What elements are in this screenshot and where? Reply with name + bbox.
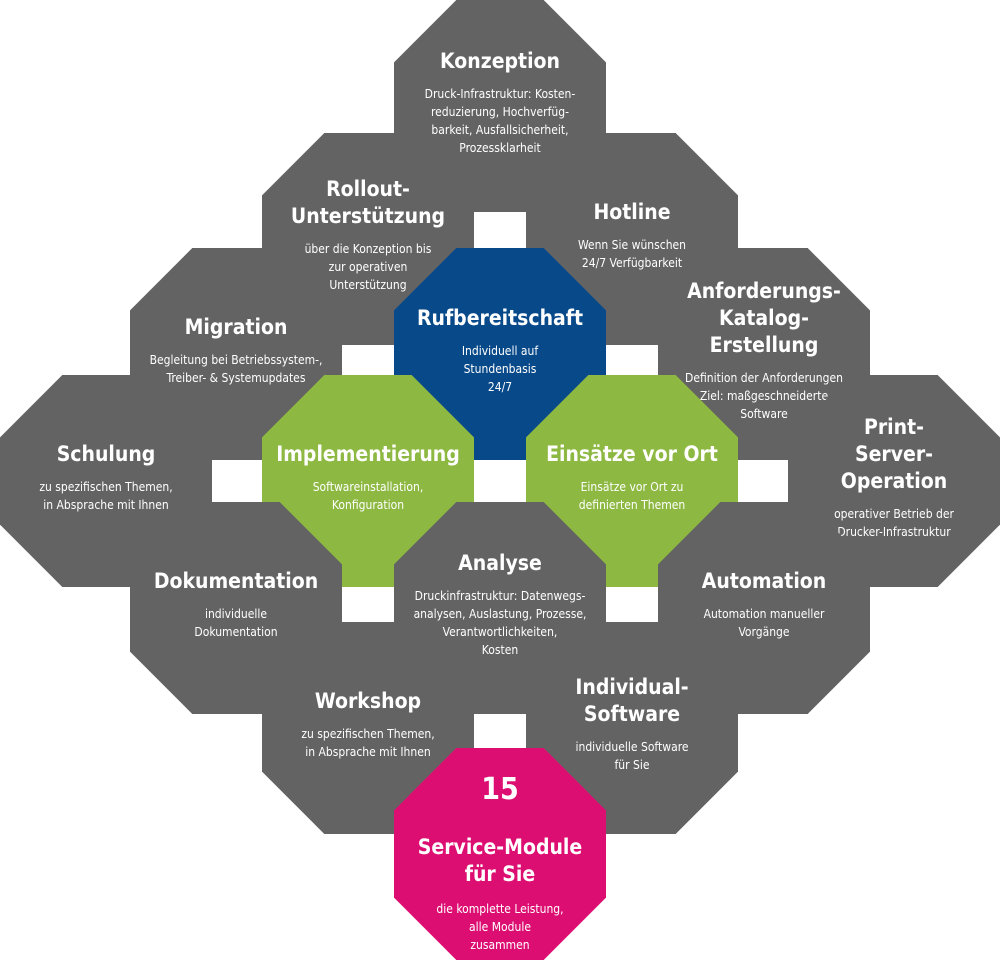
module-description: die komplette Leistung, alle Module zusa… (436, 902, 564, 952)
module-description: über die Konzeption bis zur operativen U… (304, 242, 432, 292)
module-description: operativer Betrieb der Drucker-Infrastru… (834, 506, 954, 539)
module-description: Softwareinstallation, Konfiguration (312, 479, 424, 512)
module-title: Workshop (314, 688, 422, 713)
module-description: zu spezifischen Themen, in Absprache mit… (39, 479, 173, 512)
module-description: Einsätze vor Ort zu definierten Themen (578, 479, 686, 512)
module-title: Konzeption (440, 48, 560, 73)
module-title: Hotline (593, 199, 671, 224)
module-title: Schulung (56, 441, 156, 466)
module-title: Rufbereitschaft (416, 305, 584, 330)
module-title: Individual- Software (575, 675, 689, 726)
module-count: 15 (481, 772, 519, 807)
module-title: Analyse (458, 550, 542, 575)
module-description: Definition der Anforderungen Ziel: maßge… (685, 370, 843, 421)
module-description: individuelle Dokumentation (194, 606, 278, 639)
module-dokumentation: Dokumentation individuelle Dokumentation (130, 502, 342, 714)
module-title: Anforderungs- Katalog-Erstellung (687, 278, 841, 357)
module-description: Begleitung bei Betriebssystem-, Treiber-… (149, 352, 323, 385)
module-title: Rollout- Unterstützung (290, 177, 446, 228)
module-description: zu spezifischen Themen, in Absprache mit… (301, 726, 435, 759)
service-summary-heading: 15 Service-Module für Sie (417, 748, 583, 888)
module-description: individuelle Software für Sie (575, 740, 689, 772)
module-title: Print- Server-Operation (840, 414, 948, 493)
module-description: Druckinfrastruktur: Datenwegs- analysen,… (413, 588, 587, 657)
module-title: Migration (184, 314, 288, 339)
module-description: Individuell auf Stundenbasis 24/7 (461, 343, 539, 394)
module-description: Automation manueller Vorgänge (703, 606, 825, 639)
module-description: Wenn Sie wünschen 24/7 Verfügbarkeit (577, 237, 687, 270)
module-title: Einsätze vor Ort (546, 441, 718, 466)
module-description: Druck-Infrastruktur: Kosten- reduzierung… (424, 86, 576, 155)
module-title: Implementierung (276, 441, 460, 466)
module-service-summary: 15 Service-Module für Sie die komplette … (394, 748, 606, 960)
module-title: Automation (701, 568, 827, 593)
module-title: Dokumentation (153, 568, 319, 593)
module-title: Service-Module für Sie (417, 835, 583, 886)
